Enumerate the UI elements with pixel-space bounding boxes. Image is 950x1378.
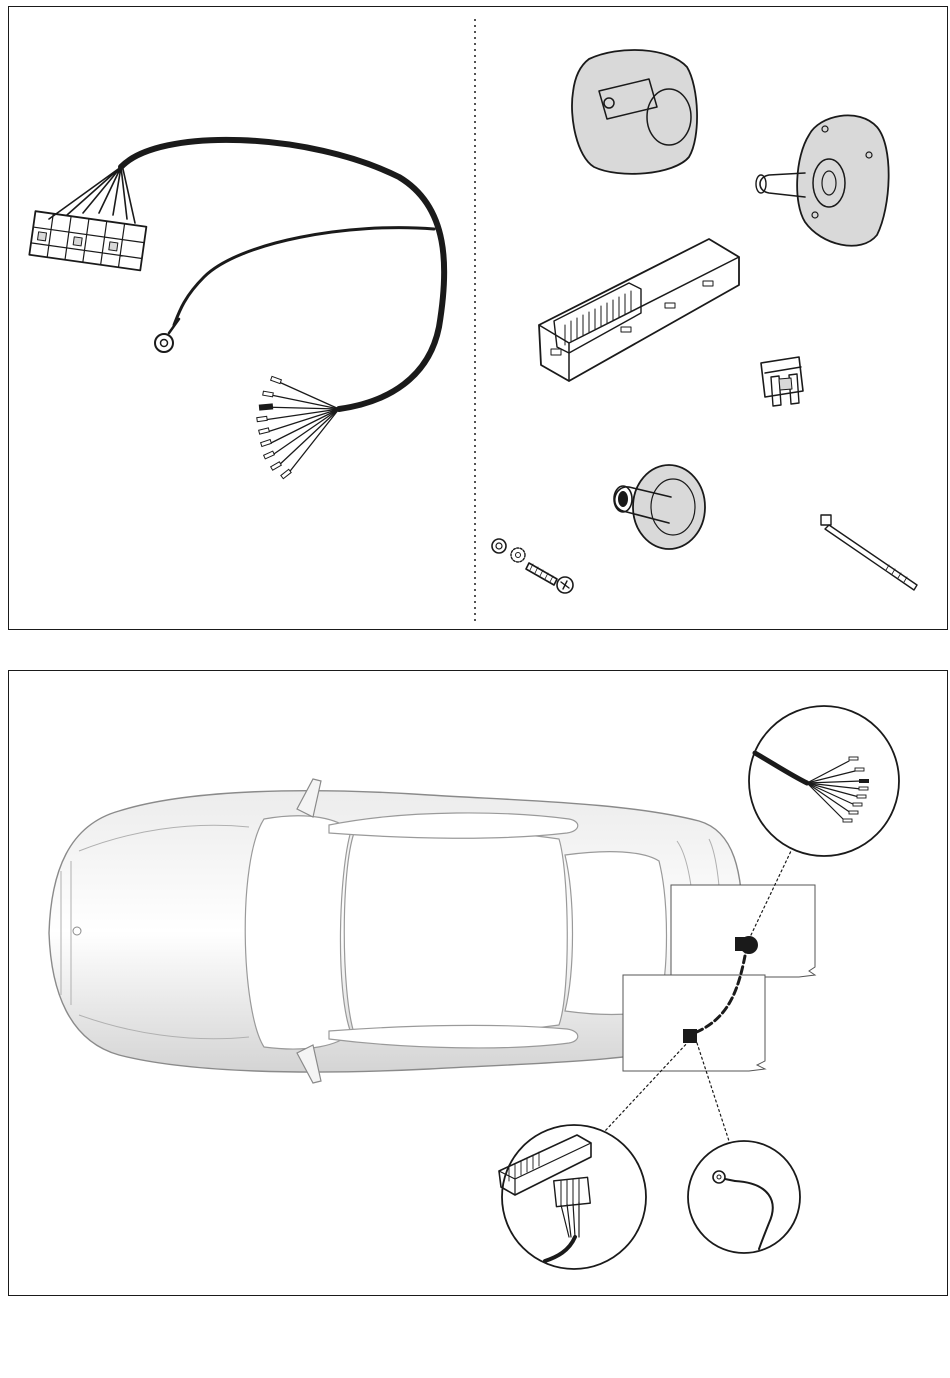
- cable-tie-icon: [821, 515, 917, 590]
- control-module-icon: [539, 239, 739, 381]
- module-connector-detail: [499, 1125, 646, 1269]
- installation-panel: [8, 670, 948, 1296]
- ground-eyelet-detail: [688, 1141, 800, 1253]
- kit-contents-panel: [8, 6, 948, 630]
- socket-cover-icon: [572, 50, 697, 174]
- installation-drawing: [9, 671, 949, 1297]
- control-module-marker: [683, 1029, 697, 1043]
- mounting-plate-icon: [756, 115, 889, 245]
- wiring-harness-icon: [29, 140, 444, 479]
- grommet-icon: [614, 465, 705, 549]
- kit-contents-drawing: [9, 7, 949, 631]
- bolt-icon: [492, 539, 573, 593]
- socket-wiring-detail: [749, 706, 899, 856]
- fuse-icon: [761, 357, 803, 406]
